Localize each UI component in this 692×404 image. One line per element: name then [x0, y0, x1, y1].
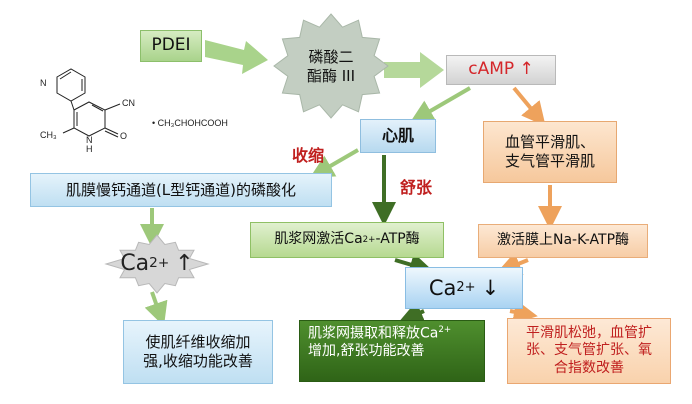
enhance-box: 使肌纤维收缩加 强,收缩功能改善: [123, 320, 273, 384]
relax-line2: 张、支气管扩张、氧: [526, 342, 652, 359]
sr-release-box: 肌浆网摄取和释放Ca2+ 增加,舒张功能改善: [299, 320, 485, 382]
ca-up-arrow: ↑: [175, 251, 194, 277]
chem-salt-label: • CH₃CHOHCOOH: [152, 118, 228, 128]
smooth-line2: 支气管平滑肌: [504, 152, 595, 170]
enhance-line1: 使肌纤维收缩加: [145, 333, 251, 352]
ca-down-arrow: ↓: [481, 275, 500, 300]
chem-ch3-label: CH₃: [40, 130, 57, 140]
sr-rel-line2: 增加,舒张功能改善: [308, 343, 425, 360]
relax-line1: 平滑肌松弛，血管扩: [526, 324, 652, 341]
arrow-nak-to-cadown: [496, 252, 529, 275]
chem-nh-label: N: [86, 135, 93, 145]
ca-down-sup: 2+: [456, 279, 476, 295]
sr-act-post: -ATP酶: [375, 231, 420, 248]
chem-o-label: O: [120, 131, 128, 141]
starburst-ca-up: [104, 234, 210, 294]
ca-up-sup: 2+: [149, 255, 170, 272]
pde-line1: 磷酸二: [308, 48, 354, 67]
smooth-muscle-box: 血管平滑肌、 支气管平滑肌: [483, 121, 617, 183]
pdei-box: PDEI: [140, 30, 202, 62]
starburst-pde: [273, 13, 389, 119]
camp-box: cAMP ↑: [446, 55, 556, 85]
ca-up-pre: Ca: [120, 251, 150, 277]
relax-label: 舒张: [400, 178, 433, 197]
arrow-cadown-to-relax: [509, 299, 538, 324]
sr-act-sup: 2+: [362, 234, 376, 245]
sr-act-pre: 肌浆网激活Ca: [274, 231, 363, 248]
pde-iii-node: 磷酸二 酯酶 III: [286, 44, 376, 90]
enhance-line2: 强,收缩功能改善: [143, 352, 253, 370]
arrow-camp-to-smooth: [512, 86, 546, 127]
sr-rel-pre: 肌浆网摄取和释放Ca: [308, 325, 439, 342]
arrow-caup-to-enhance: [144, 291, 168, 327]
chem-h-label: H: [86, 144, 93, 154]
arrow-camp-to-xinji: [409, 86, 472, 124]
pde-line2: 酯酶 III: [306, 67, 356, 85]
relaxation-box: 平滑肌松弛，血管扩 张、支气管扩张、氧 合指数改善: [507, 318, 671, 384]
membrane-box: 肌膜慢钙通道(L型钙通道)的磷酸化: [30, 173, 332, 207]
ca-down-pre: Ca: [428, 275, 457, 300]
arrow-sr-to-cadown: [394, 253, 434, 277]
chem-n-label: N: [40, 78, 47, 88]
chem-cn-label: CN: [122, 98, 135, 108]
arrow-cadown-to-srrel: [398, 301, 426, 324]
na-k-atpase-box: 激活膜上Na-K-ATP酶: [478, 224, 648, 258]
relax-line3: 合指数改善: [554, 359, 624, 376]
sr-rel-sup: 2+: [438, 325, 452, 335]
arrow-xinji-to-membrane: [309, 148, 360, 179]
sr-rel-line1: 肌浆网摄取和释放Ca2+: [308, 325, 451, 343]
contract-label: 收缩: [292, 146, 325, 165]
xinji-box: 心肌: [360, 119, 436, 153]
arrow-pde-to-camp: [384, 52, 444, 88]
arrow-pdei-to-pde: [205, 40, 268, 74]
smooth-line1: 血管平滑肌、: [504, 133, 595, 152]
